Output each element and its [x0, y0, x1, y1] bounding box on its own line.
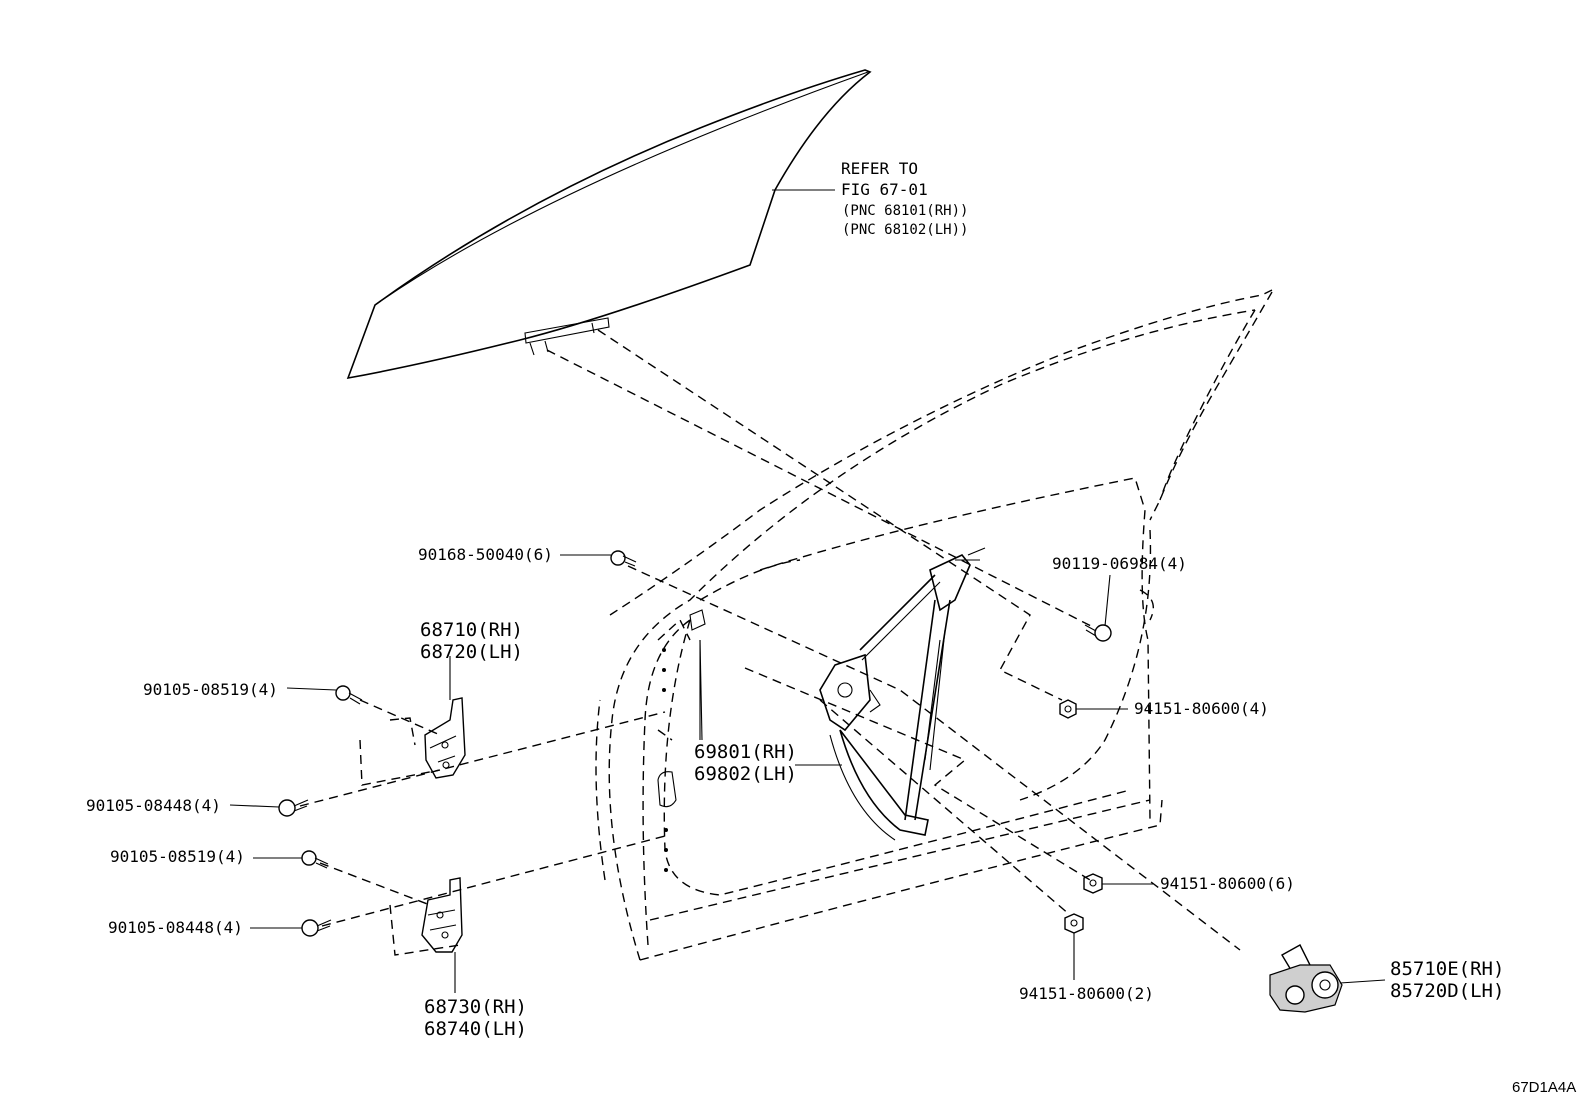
label-68730: 68730(RH) [424, 996, 527, 1018]
door-frame[interactable] [595, 289, 1273, 961]
label-90105-08448-upper: 90105-08448(4) [86, 796, 221, 815]
bolt-90105-08519-lower[interactable] [301, 850, 329, 869]
bolt-90105-08448-lower[interactable] [301, 919, 332, 937]
window-regulator[interactable] [819, 547, 986, 841]
bolt-90119[interactable] [1084, 624, 1112, 642]
label-94151-80600-4: 94151-80600(4) [1134, 699, 1269, 718]
label-85720D: 85720D(LH) [1390, 980, 1504, 1002]
lower-hinge[interactable] [421, 877, 463, 953]
label-90168-50040: 90168-50040(6) [418, 545, 553, 564]
label-90105-08448-lower: 90105-08448(4) [108, 918, 243, 937]
door-glass[interactable] [346, 69, 872, 380]
nut-94151-upper[interactable] [1059, 699, 1077, 719]
bolt-90168[interactable] [610, 550, 637, 567]
refer-line1: REFER TO [841, 159, 918, 178]
assembly-lines [299, 329, 1241, 956]
label-94151-80600-2: 94151-80600(2) [1019, 984, 1154, 1003]
refer-line2: FIG 67-01 [841, 180, 928, 199]
label-90119-06984: 90119-06984(4) [1052, 554, 1187, 573]
nut-94151-middle[interactable] [1083, 873, 1103, 894]
refer-line4: (PNC 68102(LH)) [842, 222, 968, 238]
bolt-90105-08519-upper[interactable] [335, 685, 363, 705]
bolt-90105-08448-upper[interactable] [278, 799, 309, 817]
label-94151-80600-6: 94151-80600(6) [1160, 874, 1295, 893]
leader-lines [229, 189, 1386, 993]
label-69801: 69801(RH) [694, 741, 797, 763]
window-motor[interactable] [1269, 944, 1343, 1013]
label-85710E: 85710E(RH) [1390, 958, 1504, 980]
nut-94151-lower[interactable] [1064, 913, 1084, 934]
figure-code: 67D1A4A [1512, 1079, 1576, 1096]
label-68710: 68710(RH) [420, 619, 523, 641]
label-90105-08519-lower: 90105-08519(4) [110, 847, 245, 866]
label-68720: 68720(LH) [420, 641, 523, 663]
label-68740: 68740(LH) [424, 1018, 527, 1040]
label-90105-08519-upper: 90105-08519(4) [143, 680, 278, 699]
label-69802: 69802(LH) [694, 763, 797, 785]
upper-hinge[interactable] [424, 697, 466, 779]
refer-line3: (PNC 68101(RH)) [842, 203, 968, 219]
